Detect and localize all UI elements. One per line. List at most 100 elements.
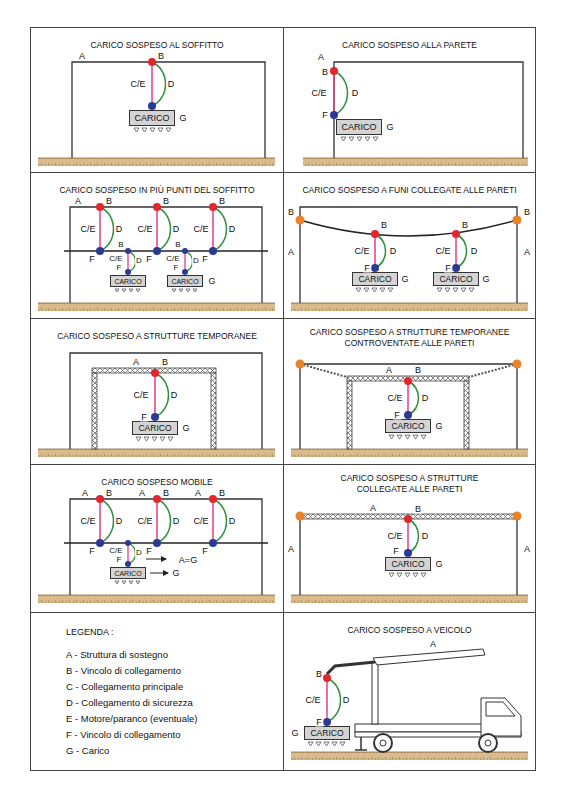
part-letter: A xyxy=(194,489,202,498)
part-letter: C/E xyxy=(108,255,123,263)
part-letter: B xyxy=(105,489,113,498)
load-label: CARICO xyxy=(439,275,472,284)
part-letter: B xyxy=(162,489,170,498)
ground xyxy=(38,595,275,603)
temporary-structure-drawing xyxy=(38,353,275,457)
hanging-link xyxy=(209,203,227,255)
load-label: CARICO xyxy=(114,278,141,285)
part-letter: B xyxy=(315,670,323,679)
motion-arrow xyxy=(146,559,166,560)
panel-box: CARICO SOSPESO IN PIÙ PUNTI DEL SOFFITTO… xyxy=(30,172,284,319)
truss xyxy=(211,373,216,449)
wall-anchor xyxy=(513,216,522,225)
wheel xyxy=(380,740,386,746)
panel-box: CARICO SOSPESO A STRUTTURE TEMPORANEE CO… xyxy=(283,318,536,465)
load-feet xyxy=(341,137,378,141)
part-letter: D xyxy=(172,225,181,234)
load-feet xyxy=(134,128,171,132)
ground xyxy=(291,303,528,311)
part-letter: B xyxy=(321,68,329,77)
part-letter: G xyxy=(207,277,216,286)
part-letter: C/E xyxy=(129,80,146,89)
part-letter: A xyxy=(132,358,140,367)
motion-arrow xyxy=(150,573,168,574)
panel-box: CARICO SOSPESO MOBILE CARICO xyxy=(30,464,284,613)
part-letter: D xyxy=(389,247,398,256)
room xyxy=(300,364,517,449)
part-letter: G xyxy=(290,729,299,738)
part-letter: B xyxy=(414,366,422,375)
hanging-link xyxy=(151,369,169,421)
rope-drawing xyxy=(291,207,528,311)
part-letter: D xyxy=(172,517,181,526)
load-box: CARICO xyxy=(352,272,398,286)
panel-title: CARICO SOSPESO A STRUTTURE COLLEGATE ALL… xyxy=(284,473,535,495)
legend-item: A - Struttura di sostegno xyxy=(66,649,168,661)
truss xyxy=(92,373,97,449)
part-letter: C/E xyxy=(386,394,403,403)
truss xyxy=(464,381,469,449)
legend-item: E - Motore/paranco (eventuale) xyxy=(66,713,197,725)
crane-jib xyxy=(327,662,375,674)
part-letter: B xyxy=(105,197,113,206)
part-letter: C/E xyxy=(79,225,96,234)
load-label: CARICO xyxy=(391,560,424,569)
part-letter: G xyxy=(481,275,490,284)
panel-box: CARICO SOSPESO ALLA PARETECARICO xyxy=(283,27,536,173)
multi-point-drawing xyxy=(38,203,275,311)
mobile-drawing xyxy=(38,495,275,603)
load-box: CARICO xyxy=(129,110,175,126)
hanging-link xyxy=(153,203,171,255)
part-letter: F xyxy=(315,718,323,727)
part-letter: A xyxy=(287,248,295,257)
legend-item: G - Carico xyxy=(66,745,109,757)
hanging-link xyxy=(125,248,136,275)
load-box: CARICO xyxy=(110,275,146,287)
hanging-link xyxy=(404,377,419,419)
panel-box: CARICO SOSPESO A VEICOLOCARICO xyxy=(283,612,536,771)
hanging-link xyxy=(452,230,467,272)
room xyxy=(300,514,517,595)
load-feet xyxy=(389,573,426,577)
part-letter: D xyxy=(228,225,237,234)
part-letter: G xyxy=(178,114,187,123)
wheel xyxy=(485,740,491,746)
load-label: CARICO xyxy=(171,278,198,285)
load-box: CARICO xyxy=(167,275,203,287)
load-label: CARICO xyxy=(134,114,169,123)
room xyxy=(70,353,262,449)
load-box: CARICO xyxy=(110,567,146,579)
load-label: CARICO xyxy=(358,275,391,284)
room xyxy=(70,499,262,595)
part-letter: B xyxy=(414,505,422,514)
part-letter: D xyxy=(228,517,237,526)
part-letter: C/E xyxy=(192,517,209,526)
cab-window xyxy=(486,702,515,716)
rope xyxy=(300,220,517,236)
load-box: CARICO xyxy=(385,557,431,571)
part-letter: B xyxy=(218,197,226,206)
load-feet xyxy=(308,742,345,746)
part-letter: F xyxy=(363,264,371,273)
part-letter: D xyxy=(135,257,143,265)
ground xyxy=(38,449,275,457)
load-label: CARICO xyxy=(114,570,141,577)
part-letter: D xyxy=(342,696,351,705)
part-letter: D xyxy=(170,391,179,400)
truss xyxy=(347,381,352,449)
part-letter: G xyxy=(434,422,443,431)
part-letter: D xyxy=(135,549,143,557)
load-label: CARICO xyxy=(138,424,171,433)
part-letter: F xyxy=(201,547,209,556)
ground xyxy=(38,303,275,311)
hanging-link xyxy=(96,203,114,255)
panel-title: CARICO SOSPESO MOBILE xyxy=(31,477,283,488)
part-letter: D xyxy=(167,80,176,89)
load-feet xyxy=(115,289,140,292)
room xyxy=(70,207,262,303)
part-letter: B xyxy=(174,241,181,249)
part-letter: B xyxy=(157,52,165,61)
wheel xyxy=(479,734,497,752)
hanging-link xyxy=(96,495,114,547)
